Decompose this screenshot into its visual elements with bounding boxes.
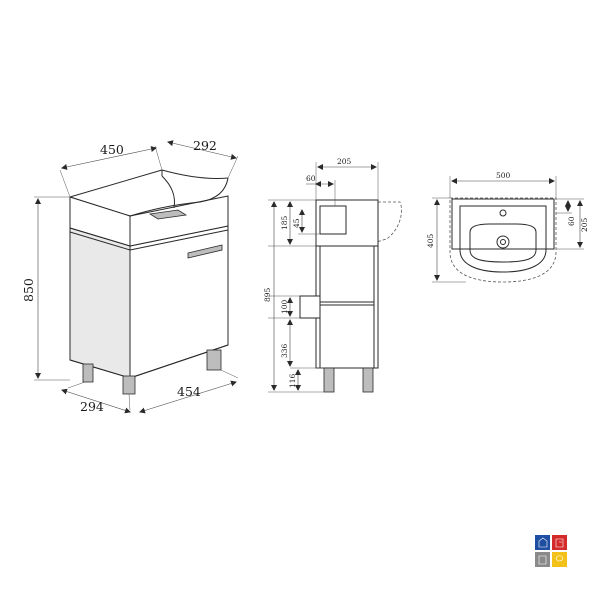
logo-square-gray <box>535 552 550 567</box>
dim-60-side: 60 <box>306 174 316 183</box>
dim-292: 292 <box>193 138 217 153</box>
side-leg-left <box>323 367 335 393</box>
dim-450: 450 <box>100 142 124 157</box>
dim-405: 405 <box>426 233 435 248</box>
side-drain-pipe <box>299 295 321 319</box>
logo-square-red <box>552 535 567 550</box>
plan-view: 500 405 60 205 <box>426 171 589 283</box>
dim-850: 850 <box>21 278 36 302</box>
dim-185: 185 <box>280 215 289 230</box>
plan-cabinet <box>451 198 555 250</box>
dim-500: 500 <box>496 171 511 180</box>
side-leg-right <box>362 367 374 393</box>
dim-205-plan: 205 <box>580 217 589 232</box>
dim-294: 294 <box>80 399 104 414</box>
basin-back-edge <box>161 169 229 179</box>
side-cabinet-body <box>315 245 379 369</box>
dim-116: 116 <box>288 373 297 388</box>
plan-tap-hole <box>499 209 507 217</box>
side-view: 205 60 895 185 45 100 336 116 <box>263 157 402 393</box>
dim-100: 100 <box>280 299 289 314</box>
perspective-view: 450 292 850 294 454 <box>21 138 239 414</box>
plan-bowl <box>459 205 547 273</box>
plan-drain <box>496 235 510 249</box>
plan-basin-outline <box>449 197 557 283</box>
door-handle <box>187 244 223 259</box>
dim-336: 336 <box>280 343 289 358</box>
leg-front-left <box>122 375 136 395</box>
logo-square-yellow <box>552 552 567 567</box>
dim-454: 454 <box>177 384 201 399</box>
leg-front-right <box>206 349 222 371</box>
dim-895: 895 <box>263 287 272 302</box>
dim-60-plan: 60 <box>567 216 576 226</box>
basin-interior <box>129 177 229 217</box>
dim-45: 45 <box>292 218 301 228</box>
brand-logo <box>535 535 567 567</box>
leg-back-left <box>82 363 94 383</box>
basin-drain-plate <box>148 209 188 220</box>
logo-square-blue <box>535 535 550 550</box>
dim-205-side: 205 <box>337 157 352 166</box>
